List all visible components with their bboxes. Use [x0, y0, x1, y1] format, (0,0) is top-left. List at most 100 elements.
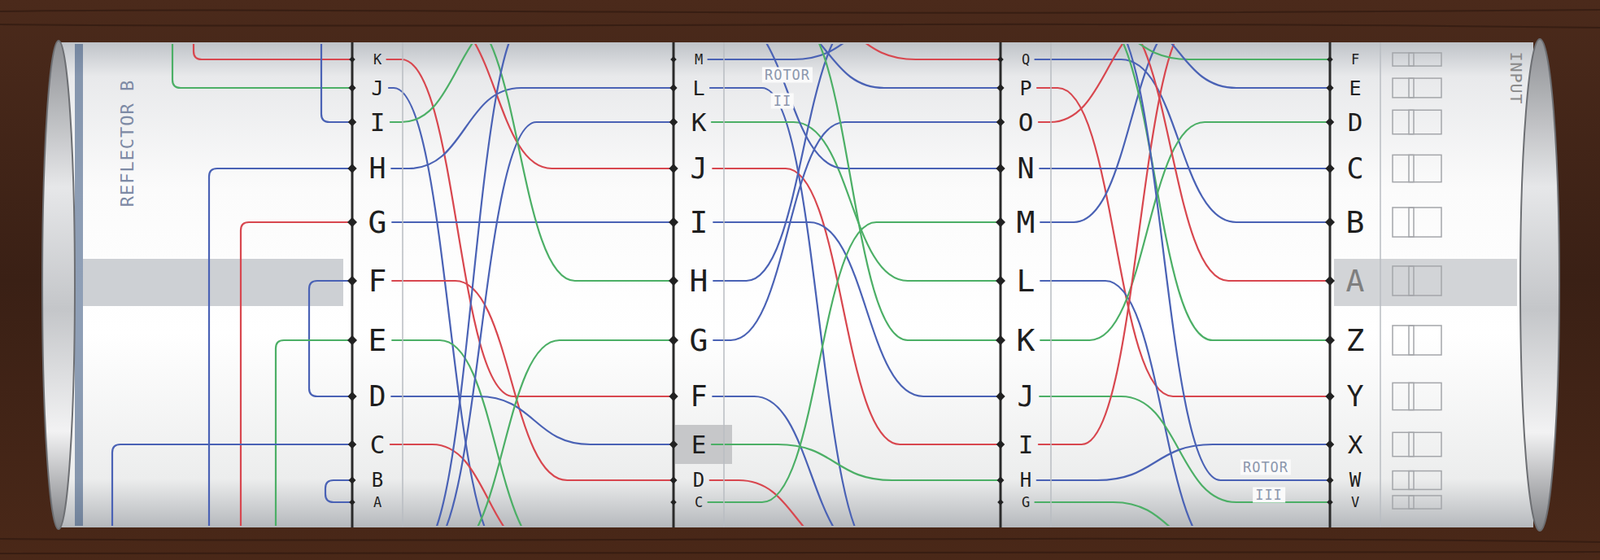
contact-letter: B [1346, 206, 1365, 238]
rotor-wire [1037, 444, 1330, 480]
contact-letter: H [689, 265, 709, 297]
contact-letter: M [1016, 206, 1036, 238]
rotor-wire [309, 280, 353, 397]
contact-letter: E [691, 431, 707, 458]
contact-dot [347, 163, 357, 173]
rotor-wire [711, 444, 1001, 480]
contact-dot [1326, 498, 1334, 506]
contact-dot [668, 391, 678, 401]
rotor-wire [707, 222, 1001, 502]
contact-letter: C [694, 495, 703, 510]
input-box [1392, 265, 1414, 296]
contact-dot [669, 440, 679, 450]
input-box [1408, 382, 1442, 410]
rotor-wire [1040, 280, 1221, 526]
rotor-wire [193, 43, 353, 60]
rotor-wire [730, 43, 1001, 169]
rotor-wire [1039, 396, 1330, 502]
contact-dot [347, 217, 358, 227]
ring-guide [723, 42, 725, 528]
rotor-wire [713, 43, 861, 281]
contact-dot [1325, 117, 1335, 127]
rotor-wire [390, 444, 545, 526]
rotor-name: ROTOR [1240, 459, 1291, 476]
input-box [1392, 207, 1414, 237]
rotor-wire [1120, 43, 1330, 88]
input-box [1392, 325, 1414, 355]
contact-letter: A [373, 495, 382, 510]
contact-dot [668, 275, 679, 286]
input-box [1408, 470, 1442, 490]
end-cap [42, 40, 75, 529]
rotor-wire [424, 122, 674, 526]
contact-letter: W [1349, 470, 1361, 490]
rotor-wire [1037, 87, 1330, 397]
rotor-wire [1113, 43, 1330, 281]
contact-letter: E [1348, 78, 1361, 99]
contact-letter: L [692, 78, 705, 99]
input-box [1392, 78, 1414, 98]
input-box [1392, 470, 1414, 490]
contact-dot [668, 335, 679, 345]
contact-dot [348, 117, 358, 127]
contact-letter: D [1347, 109, 1364, 136]
contact-dot [1325, 163, 1335, 173]
rotor-wire [321, 43, 353, 123]
contact-dot [995, 163, 1005, 173]
rotor-wire [462, 43, 674, 281]
input-caption: INPUT [1508, 51, 1525, 105]
contact-dot [348, 440, 358, 450]
rotor-wire [1039, 167, 1330, 170]
contact-letter: G [1021, 495, 1030, 510]
reflector-name: REFLECTOR B [118, 79, 137, 208]
rotor-wire [713, 122, 1001, 341]
contact-letter: Y [1346, 382, 1364, 411]
contact-letter: F [689, 382, 707, 411]
contact-letter: Q [1021, 52, 1030, 67]
rotor-wire [1105, 43, 1330, 480]
contact-letter: J [689, 154, 707, 184]
rotor-wire [440, 43, 674, 169]
rotor-wire [1073, 43, 1330, 60]
contact-dot [348, 498, 356, 506]
contact-dot [669, 117, 679, 127]
rotor-wire [1038, 43, 1197, 445]
contact-letter: G [689, 324, 709, 356]
contact-dot [348, 83, 356, 92]
rotor-wire [240, 222, 353, 526]
contact-letter: O [1018, 109, 1034, 136]
rotor-wire [392, 280, 674, 480]
ring-guide [401, 42, 404, 528]
rotor-wire [275, 340, 353, 526]
contact-letter: I [689, 206, 709, 238]
rotor-name: ROTOR [762, 67, 813, 83]
contact-dot [669, 83, 677, 92]
contact-letter: Z [1346, 324, 1365, 356]
wood-grain [0, 9, 1600, 554]
rotor-wire [112, 444, 353, 526]
input-box [1408, 207, 1442, 237]
contact-letter: G [368, 206, 388, 238]
contact-dot [347, 335, 358, 345]
contact-dot [996, 440, 1006, 450]
contact-letter: H [1020, 470, 1032, 490]
rotor-wire [391, 87, 674, 169]
window-band [82, 258, 344, 306]
rotor-wire [801, 43, 1001, 60]
input-boxes [1392, 52, 1442, 509]
contact-dot [995, 335, 1006, 345]
contact-dot [1326, 56, 1334, 63]
input-box [1408, 265, 1442, 296]
wires [112, 43, 1330, 526]
contact-letter: H [368, 154, 386, 184]
contact-dot [1325, 83, 1334, 92]
input-box [1408, 78, 1442, 98]
contact-letter: J [1016, 382, 1034, 411]
rotor-wire [793, 43, 1001, 341]
input-box [1408, 52, 1442, 66]
contact-dot [347, 275, 358, 286]
contact-letter: D [368, 382, 386, 411]
rotor-wire [710, 87, 877, 526]
window-band [1334, 258, 1518, 306]
contact-dot [996, 475, 1004, 484]
